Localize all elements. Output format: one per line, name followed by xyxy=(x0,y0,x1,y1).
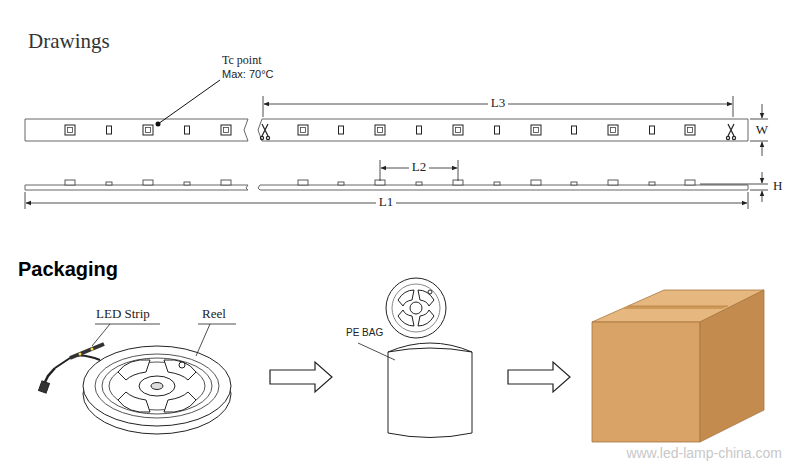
reel-illustration xyxy=(39,346,231,434)
section-heading: Drawings xyxy=(28,30,110,53)
dimension-h xyxy=(700,172,768,202)
leader-line xyxy=(92,324,236,356)
reel-icon xyxy=(386,278,446,338)
callout-label: Tc point xyxy=(222,54,262,67)
dimension-label: W xyxy=(753,123,771,137)
dimension-label: H xyxy=(773,179,782,193)
leader-line xyxy=(158,80,220,124)
dimension-label: L2 xyxy=(409,160,429,174)
strip-side-view xyxy=(25,185,748,190)
dimension-label: L3 xyxy=(488,96,508,110)
section-heading: Packaging xyxy=(18,258,118,280)
dimension-l1 xyxy=(25,192,748,209)
watermark: www.led-lamp-china.com xyxy=(626,446,782,461)
dimension-l2 xyxy=(380,160,458,181)
strip-top-view xyxy=(25,119,748,141)
dimension-l3 xyxy=(263,96,733,117)
strip-on-reel xyxy=(70,344,104,358)
part-label: Reel xyxy=(202,307,226,321)
pe-bag xyxy=(358,343,472,438)
part-label: PE BAG xyxy=(346,327,383,338)
callout-note: Max: 70°C xyxy=(222,68,273,80)
dimension-label: L1 xyxy=(376,195,396,209)
cut-mark xyxy=(260,124,735,140)
carton-box xyxy=(592,290,764,442)
part-label: LED Strip xyxy=(96,307,150,321)
led-row xyxy=(65,125,695,135)
